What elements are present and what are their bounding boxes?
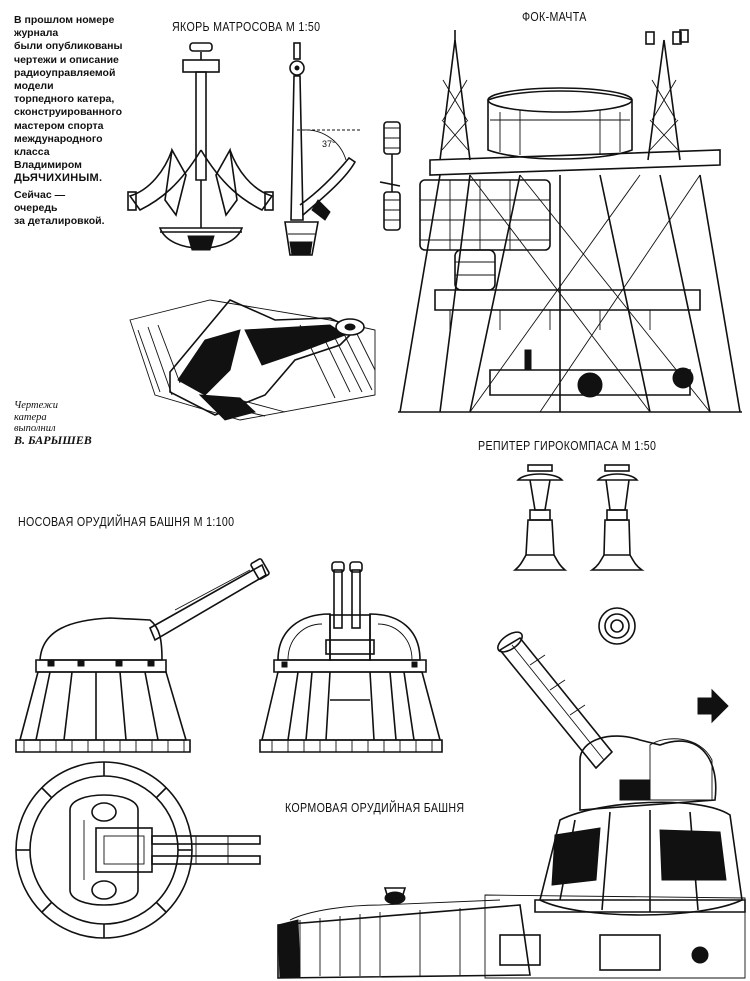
caption-mast: ФОК-МАЧТА — [522, 9, 587, 24]
intro-line: журнала — [14, 27, 59, 40]
caption-stern-turret: КОРМОВАЯ ОРУДИЙНАЯ БАШНЯ — [285, 800, 465, 815]
intro-line: радиоуправляемой — [14, 66, 116, 79]
caption-bow-turret: НОСОВАЯ ОРУДИЙНАЯ БАШНЯ М 1:100 — [18, 514, 235, 529]
intro-line: международного — [14, 132, 103, 145]
intro-now-2: очередь — [14, 201, 58, 214]
stern-turret-drawing — [497, 631, 746, 916]
arrow-right-icon — [697, 688, 729, 724]
intro-now-3: за деталировкой. — [14, 215, 105, 228]
intro-line: торпедного катера, — [14, 93, 115, 106]
foremast-drawing — [379, 29, 742, 413]
credit-line-3: выполнил — [14, 423, 56, 434]
bow-turret-plan-drawing — [15, 761, 261, 939]
intro-now-1: Сейчас — — [14, 188, 66, 201]
anchor-front-drawing — [127, 42, 274, 251]
intro-line: В прошлом номере — [14, 14, 115, 26]
designer-name: ДЬЯЧИХИНЫМ. — [14, 172, 103, 185]
drawing-credit: Чертежи катера выполнил В. БАРЫШЕВ — [14, 400, 92, 446]
intro-line: были опубликованы — [14, 40, 123, 53]
intro-text: В прошлом номере журнала были опубликова… — [14, 14, 132, 228]
caption-anchor: ЯКОРЬ МАТРОСОВА М 1:50 — [172, 19, 321, 34]
caption-gyro: РЕПИТЕР ГИРОКОМПАСА М 1:50 — [478, 438, 657, 453]
credit-author: В. БАРЫШЕВ — [14, 432, 92, 447]
credit-line-2: катера — [14, 411, 47, 423]
intro-line: мастером спорта — [14, 119, 104, 132]
credit-line-1: Чертежи — [14, 400, 59, 411]
intro-line: Владимиром — [14, 159, 82, 172]
angle-label: 37° — [322, 139, 336, 149]
intro-line: класса — [14, 146, 50, 159]
bow-turret-side-drawing — [15, 558, 270, 753]
torpedo-tube-drawing — [277, 887, 746, 979]
intro-line: модели — [14, 80, 54, 93]
bow-turret-front-drawing — [259, 561, 443, 753]
anchor-perspective-drawing — [129, 299, 376, 421]
intro-line: сконструированного — [14, 106, 122, 119]
gyro-repeater-drawings — [512, 464, 645, 645]
intro-line: чертежи и описание — [14, 53, 119, 66]
anchor-side-drawing: 37° — [284, 42, 360, 256]
